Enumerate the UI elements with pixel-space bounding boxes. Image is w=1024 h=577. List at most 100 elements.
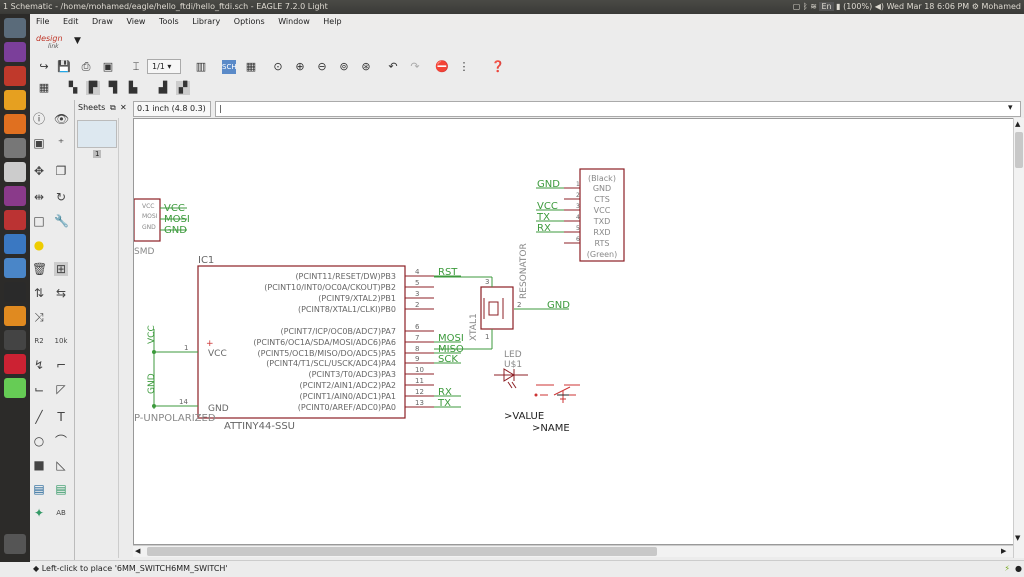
redo-icon[interactable]: ↷ <box>410 60 420 73</box>
menu-library[interactable]: Library <box>192 17 221 26</box>
undo-icon[interactable]: ↶ <box>388 60 398 73</box>
board-icon[interactable]: ▦ <box>245 60 257 73</box>
info-icon[interactable]: ⓘ <box>32 112 45 126</box>
redraw-icon[interactable]: ⊚ <box>339 60 349 73</box>
settings-icon[interactable]: ⚙ <box>971 2 979 11</box>
menu-file[interactable]: File <box>36 17 50 26</box>
firefox-icon[interactable] <box>4 114 26 134</box>
schematic-drawing[interactable]: VCC MOSI GND VCC MOSI GND SMD IC1 ATTINY… <box>134 119 1014 545</box>
app-icon[interactable] <box>4 186 26 206</box>
display-icon[interactable]: ▣ <box>33 136 45 150</box>
delete-icon[interactable]: 🗑 <box>32 262 48 276</box>
net-icon[interactable]: ▤ <box>55 482 67 496</box>
mode-icon[interactable]: ▙ <box>128 81 138 94</box>
menu-tools[interactable]: Tools <box>158 17 179 26</box>
dropbox-icon[interactable]: ▢ <box>792 2 801 11</box>
chevron-down-icon[interactable]: ▼ <box>74 36 81 46</box>
bus-icon[interactable]: ▤ <box>33 482 45 496</box>
copy-icon[interactable]: ❐ <box>55 164 67 178</box>
zoom-fit-icon[interactable]: ⊙ <box>273 60 283 73</box>
arc-icon[interactable]: ⌒ <box>54 434 67 448</box>
app-icon[interactable] <box>4 378 26 398</box>
go-icon[interactable]: ⋮ <box>458 60 470 73</box>
menu-window[interactable]: Window <box>278 17 310 26</box>
menu-help[interactable]: Help <box>323 17 342 26</box>
name-icon[interactable]: R2 <box>34 337 44 345</box>
open-icon[interactable]: ↪ <box>39 60 49 73</box>
zoom-select-icon[interactable]: ⊛ <box>361 60 371 73</box>
app-launcher-icon[interactable] <box>4 42 26 62</box>
trash-icon[interactable] <box>4 534 26 554</box>
change-icon[interactable]: 🔧 <box>54 214 69 228</box>
paste-icon[interactable]: ● <box>33 238 45 252</box>
switch-placement[interactable]: >VALUE >NAME <box>504 384 580 434</box>
resonator[interactable]: RESONATOR XTAL1 3 1 2 GND <box>434 243 570 350</box>
sch-icon[interactable]: SCH <box>222 60 237 74</box>
smash-icon[interactable]: ↯ <box>33 358 45 372</box>
gateswap-icon[interactable]: ⇆ <box>55 286 67 300</box>
menu-options[interactable]: Options <box>233 17 265 26</box>
mode-icon[interactable]: ▜ <box>108 81 118 94</box>
select-icon[interactable]: ▚ <box>68 81 78 94</box>
float-icon[interactable]: ⧉ <box>110 103 116 112</box>
app-icon[interactable] <box>4 210 26 230</box>
rotate-icon[interactable]: ↻ <box>55 190 67 204</box>
value-icon[interactable]: 10k <box>54 337 68 345</box>
mode-icon[interactable]: ▞ <box>176 81 190 95</box>
terminal-icon[interactable] <box>4 282 26 302</box>
keyboard-layout[interactable]: En <box>819 2 834 11</box>
app-icon[interactable] <box>4 258 26 278</box>
label-icon[interactable]: AB <box>56 509 66 517</box>
move-icon[interactable]: ✥ <box>33 164 45 178</box>
schematic-canvas[interactable]: VCC MOSI GND VCC MOSI GND SMD IC1 ATTINY… <box>133 118 1014 545</box>
ftdi-connector[interactable]: (Black)GNDCTSVCCTXDRXDRTS(Green)1GND23VC… <box>536 168 625 262</box>
bluetooth-icon[interactable]: ᛒ <box>802 2 808 11</box>
scroll-down-icon[interactable]: ▼ <box>1015 534 1021 542</box>
group-icon[interactable]: □ <box>33 214 45 228</box>
app-icon[interactable] <box>4 330 26 350</box>
scroll-thumb[interactable] <box>1015 132 1023 168</box>
rect-icon[interactable]: ■ <box>33 458 45 472</box>
use-library-icon[interactable]: ⌶ <box>132 60 140 73</box>
stop-icon[interactable]: ⛔ <box>435 60 449 73</box>
mark-icon[interactable]: ⁺ <box>57 136 65 150</box>
app-icon[interactable] <box>4 354 26 374</box>
cam-icon[interactable]: ▣ <box>102 60 114 73</box>
sheets-icon[interactable]: ▥ <box>195 60 207 73</box>
left-connector[interactable]: VCC MOSI GND VCC MOSI GND SMD <box>134 198 190 257</box>
split-icon[interactable]: ⌙ <box>33 382 45 396</box>
user-name[interactable]: Mohamed <box>981 2 1021 11</box>
menu-edit[interactable]: Edit <box>62 17 79 26</box>
scroll-left-icon[interactable]: ◀ <box>135 547 141 555</box>
clock[interactable]: Wed Mar 18 6:06 PM <box>886 2 970 11</box>
scroll-right-icon[interactable]: ▶ <box>1001 547 1007 555</box>
miter-icon[interactable]: ⌐ <box>55 358 67 372</box>
pinswap-icon[interactable]: ⇅ <box>33 286 45 300</box>
show-icon[interactable]: 👁 <box>54 112 70 126</box>
sheet-select[interactable]: 1/1 ▾ <box>147 59 181 74</box>
mode-icon[interactable]: ▛ <box>86 81 100 95</box>
horizontal-scrollbar[interactable]: ◀ ▶ <box>133 545 1013 557</box>
dash-icon[interactable] <box>4 18 26 38</box>
ic1[interactable]: IC1 ATTINY44-SSU VCC GND + 1 14 VCC GND … <box>134 255 464 432</box>
zoom-in-icon[interactable]: ⊕ <box>295 60 305 73</box>
replace-icon[interactable]: ⤨ <box>34 310 44 324</box>
scroll-thumb[interactable] <box>147 547 657 556</box>
wire-icon[interactable]: ╱ <box>35 410 43 424</box>
mode-icon[interactable]: ▟ <box>158 81 168 94</box>
print-icon[interactable]: ⎙ <box>81 60 91 73</box>
zoom-out-icon[interactable]: ⊖ <box>317 60 327 73</box>
text-icon[interactable]: T <box>57 410 65 424</box>
mirror-icon[interactable]: ⇹ <box>33 190 45 204</box>
battery-icon[interactable]: ▮ <box>836 2 841 11</box>
sheet-thumbnail[interactable] <box>77 120 117 148</box>
chevron-down-icon[interactable]: ▾ <box>1008 103 1013 113</box>
volume-icon[interactable]: ◀) <box>874 2 885 11</box>
grid-icon[interactable]: ▦ <box>38 81 50 94</box>
add-icon[interactable]: ⊞ <box>54 262 68 276</box>
menu-view[interactable]: View <box>126 17 146 26</box>
close-icon[interactable]: ✕ <box>120 103 127 112</box>
help-icon[interactable]: ❓ <box>491 60 505 73</box>
app-icon[interactable] <box>4 306 26 326</box>
vertical-scrollbar[interactable]: ▲ ▼ <box>1013 118 1024 558</box>
